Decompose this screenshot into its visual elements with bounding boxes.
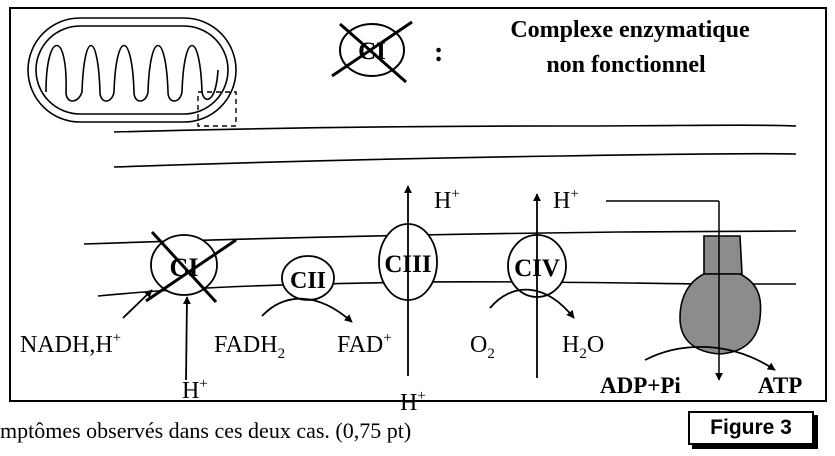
cii-label: CII [290,268,326,294]
legend-line2: non fonctionnel [546,52,706,78]
ci-proton-arrow [182,296,191,381]
nadh-arrow [122,289,153,319]
o2-to-h2o-arrow [489,288,575,319]
proton-label-ciii-bottom: H+ [400,388,426,416]
adp-pi-label: ADP+Pi [600,373,681,398]
proton-label-ciii-top: H+ [434,186,460,214]
atp-synthase-proton-path [606,200,723,381]
o2-label: O2 [470,332,495,362]
atp-label: ATP [758,373,802,398]
legend-crossed-ci: CI [331,20,413,84]
figure-frame [9,7,827,402]
legend-line1: Complexe enzymatique [510,17,750,43]
h2o-label: H2O [562,332,604,362]
figure-label: Figure 3 [688,411,814,445]
question-text: mptômes observés dans ces deux cas. (0,7… [0,418,412,443]
nadh-label: NADH,H+ [20,330,121,358]
fadh2-to-fad-arrow [261,297,353,323]
mitochondrion-icon [27,17,237,127]
complex-cii: CII [281,255,335,301]
fad-label: FAD+ [337,330,392,358]
proton-label-civ-top: H+ [553,186,579,214]
complex-ci-crossed: CI [145,230,237,304]
fadh2-label: FADH2 [214,332,285,362]
atp-synthase [679,235,762,355]
adp-to-atp-arrow [644,346,776,371]
outer-membrane [113,124,797,168]
legend-colon: : [434,37,443,68]
proton-label-ci-bottom: H+ [182,376,208,404]
